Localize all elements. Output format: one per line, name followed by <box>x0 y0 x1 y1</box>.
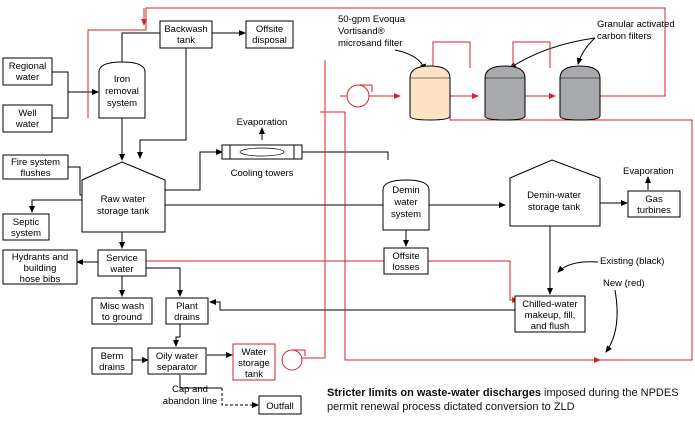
evoqua-filter-vessel <box>409 65 451 121</box>
legend-new: New (red) <box>603 278 645 289</box>
svg-text:Plant: Plant <box>176 301 198 312</box>
svg-text:storage tank: storage tank <box>528 202 581 213</box>
regional-water-box: Regional water <box>2 57 53 86</box>
svg-text:losses: losses <box>393 262 420 273</box>
demin-storage-tank: Demin-water storage tank <box>509 159 601 227</box>
svg-text:and flush: and flush <box>531 321 570 332</box>
svg-text:abandon line: abandon line <box>163 396 217 407</box>
svg-text:Berm: Berm <box>101 351 124 362</box>
svg-text:Demin-water: Demin-water <box>527 190 581 201</box>
svg-text:removal: removal <box>105 86 139 97</box>
plant-drains-box: Plant drains <box>165 297 209 325</box>
cooling-tower-icon <box>221 144 303 160</box>
caption-bold: Stricter limits on waste-water discharge… <box>327 387 541 399</box>
iron-removal-vessel: Iron removal system <box>98 61 146 119</box>
misc-wash-box: Misc wash to ground <box>91 297 153 325</box>
pump-icon <box>346 84 373 108</box>
svg-text:Offsite: Offsite <box>392 251 419 262</box>
gas-turbines-box: Gas turbines <box>627 190 681 218</box>
svg-text:Hydrants and: Hydrants and <box>12 252 69 263</box>
svg-text:turbines: turbines <box>637 205 671 216</box>
svg-text:Iron: Iron <box>114 74 130 85</box>
svg-text:water: water <box>109 264 133 275</box>
cap-abandon-label: Cap and abandon line <box>163 384 217 407</box>
svg-text:building: building <box>24 263 57 274</box>
legend-existing: Existing (black) <box>600 256 664 267</box>
fire-system-box: Fire system flushes <box>2 154 69 180</box>
svg-text:Fire system: Fire system <box>11 157 60 168</box>
svg-text:water: water <box>15 72 39 83</box>
svg-text:Misc wash: Misc wash <box>100 301 144 312</box>
svg-text:Raw water: Raw water <box>101 194 146 205</box>
svg-text:storage tank: storage tank <box>97 206 150 217</box>
svg-text:Gas: Gas <box>645 194 663 205</box>
svg-text:carbon filters: carbon filters <box>597 31 652 42</box>
evaporation-right-label: Evaporation <box>623 166 674 177</box>
svg-text:system: system <box>391 209 421 220</box>
pump-icon <box>281 349 306 371</box>
svg-text:hose bibs: hose bibs <box>20 274 61 285</box>
svg-text:tank: tank <box>245 369 263 380</box>
svg-text:disposal: disposal <box>252 35 287 46</box>
carbon-filter-vessel-2 <box>559 65 601 121</box>
figure-caption: Stricter limits on waste-water discharge… <box>327 386 695 414</box>
evaporation-label: Evaporation <box>237 117 288 128</box>
svg-text:makeup, fill,: makeup, fill, <box>525 310 576 321</box>
outfall-box: Outfall <box>258 395 302 415</box>
service-water-box: Service water <box>97 249 147 277</box>
svg-text:Chilled-water: Chilled-water <box>522 299 577 310</box>
evoqua-callout: 50-gpm Evoqua Vortisand® microsand filte… <box>338 14 406 49</box>
svg-text:drains: drains <box>174 312 200 323</box>
svg-text:Well: Well <box>18 108 36 119</box>
svg-text:Water: Water <box>242 347 267 358</box>
septic-box: Septic system <box>2 213 50 241</box>
well-water-box: Well water <box>2 104 53 133</box>
svg-text:Septic: Septic <box>13 217 40 228</box>
svg-text:tank: tank <box>177 35 195 46</box>
svg-text:separator: separator <box>157 362 197 373</box>
offsite-losses-box: Offsite losses <box>383 247 429 275</box>
svg-text:Demin: Demin <box>392 185 419 196</box>
carbon-filter-vessel-1 <box>484 65 526 121</box>
oily-water-separator-box: Oily water separator <box>147 347 207 375</box>
offsite-disposal-box: Offsite disposal <box>245 20 294 49</box>
svg-text:Cap and: Cap and <box>172 384 208 395</box>
caption-rest: imposed during the NPDES permit renewal … <box>327 387 679 413</box>
svg-text:water: water <box>15 119 39 130</box>
svg-text:drains: drains <box>99 362 125 373</box>
svg-text:system: system <box>11 228 41 239</box>
svg-text:water: water <box>393 197 417 208</box>
cooling-towers-label: Cooling towers <box>231 168 294 179</box>
svg-text:to ground: to ground <box>102 312 142 323</box>
svg-text:storage: storage <box>238 358 270 369</box>
svg-text:Vortisand®: Vortisand® <box>338 26 385 37</box>
carbon-filters-callout: Granular activated carbon filters <box>597 19 675 42</box>
chilled-water-box: Chilled-water makeup, fill, and flush <box>514 295 586 333</box>
hydrants-box: Hydrants and building hose bibs <box>2 249 78 285</box>
svg-text:Regional: Regional <box>9 61 47 72</box>
svg-text:microsand filter: microsand filter <box>338 38 402 49</box>
water-storage-tank-box: Water storage tank <box>232 343 276 381</box>
berm-drains-box: Berm drains <box>91 347 133 375</box>
svg-text:Granular activated: Granular activated <box>597 19 675 30</box>
svg-text:Backwash: Backwash <box>164 24 207 35</box>
svg-text:system: system <box>107 98 137 109</box>
demin-system-vessel: Demin water system <box>382 179 430 231</box>
svg-text:Service: Service <box>106 253 138 264</box>
svg-text:Offsite: Offsite <box>256 24 283 35</box>
backwash-tank-box: Backwash tank <box>159 20 213 49</box>
svg-text:Outfall: Outfall <box>266 401 293 412</box>
raw-water-tank: Raw water storage tank <box>81 161 166 233</box>
svg-text:50-gpm Evoqua: 50-gpm Evoqua <box>338 14 406 25</box>
svg-text:flushes: flushes <box>20 168 50 179</box>
svg-text:Oily water: Oily water <box>156 351 198 362</box>
